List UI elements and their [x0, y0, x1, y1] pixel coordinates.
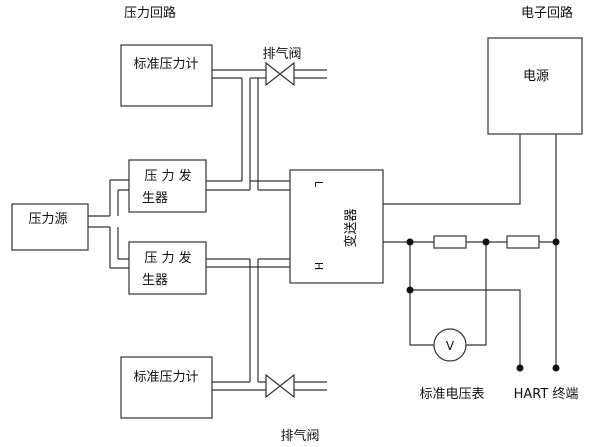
transmitter-port-high: H [312, 262, 325, 270]
vent-valve-bottom-icon [265, 373, 295, 399]
pressure-source [11, 203, 89, 251]
pressure-generator-top-line2: 生器 [142, 191, 168, 206]
electronic-circuit-heading: 电子回路 [521, 5, 573, 21]
standard-gauge-bottom [120, 356, 213, 419]
standard-voltmeter-label: 标准电压表 [419, 387, 484, 402]
pressure-generator-top [128, 159, 207, 213]
transmitter-label: 变送器 [343, 208, 359, 247]
vent-valve-top-label: 排气阀 [262, 46, 301, 62]
vent-valve-top-icon [265, 61, 295, 87]
junction-dots [406, 238, 560, 372]
voltmeter-symbol: V [446, 339, 455, 353]
standard-gauge-top [120, 44, 213, 107]
electronic-wiring [383, 134, 557, 368]
hart-terminal-label: HART 终端 [514, 386, 579, 402]
standard-gauge-bottom-label: 标准压力计 [133, 370, 198, 385]
pressure-piping [88, 69, 327, 391]
pressure-generator-top-line1: 压 力 发 [144, 168, 191, 184]
pressure-generator-bottom-line2: 生器 [142, 273, 168, 288]
pressure-source-label: 压力源 [28, 212, 67, 227]
power-supply [487, 37, 583, 135]
transmitter [289, 169, 384, 284]
pressure-generator-bottom [128, 241, 207, 295]
power-supply-label: 电源 [523, 69, 549, 84]
resistor-1 [433, 235, 467, 249]
pressure-generator-bottom-line1: 压 力 发 [144, 250, 191, 266]
standard-gauge-top-label: 标准压力计 [133, 57, 198, 72]
pressure-circuit-heading: 压力回路 [124, 5, 176, 21]
vent-valve-bottom-label: 排气阀 [280, 428, 319, 444]
transmitter-port-low: L [312, 181, 325, 188]
resistor-2 [506, 235, 540, 249]
voltmeter-icon [433, 328, 467, 362]
